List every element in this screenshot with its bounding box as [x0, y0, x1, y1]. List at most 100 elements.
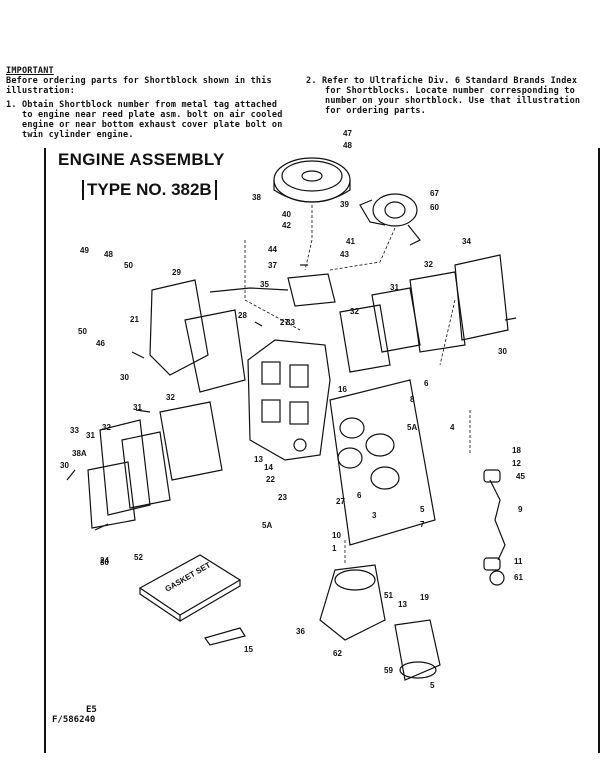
part-number: 31 [390, 283, 399, 292]
part-number: 36 [296, 627, 305, 636]
diagram-title: ENGINE ASSEMBLY [58, 150, 225, 169]
part-number: 28 [238, 311, 247, 320]
part-number: 38A [72, 449, 87, 458]
cover-plates-right [339, 254, 509, 373]
cover-plates-left [87, 279, 246, 529]
instruction-line: engine or near bottom exhaust cover plat… [22, 120, 283, 130]
part-number: 59 [384, 666, 393, 675]
footer-code: F/586240 [52, 715, 96, 725]
part-number: 32 [166, 393, 175, 402]
footer-code: E5 [86, 705, 97, 715]
part-number: 11 [514, 557, 523, 566]
part-number: 15 [244, 645, 253, 654]
lower-housing-illustration [319, 564, 441, 681]
part-number: 40 [282, 210, 291, 219]
part-number: 67 [430, 189, 439, 198]
instruction-line: illustration: [6, 86, 76, 96]
part-number: 29 [172, 268, 181, 277]
part-number: 30 [120, 373, 129, 382]
part-number: 5A [262, 521, 272, 530]
part-number: 27 [280, 318, 289, 327]
part-number: 14 [264, 463, 273, 472]
part-number: 38 [252, 193, 261, 202]
crankshaft-illustration [483, 469, 506, 586]
part-number: 45 [516, 472, 525, 481]
part-number: 35 [260, 280, 269, 289]
fasteners [66, 264, 517, 531]
part-number: 19 [420, 593, 429, 602]
part-number: 5 [420, 505, 425, 514]
tool-illustration [204, 627, 246, 646]
part-number: 3 [372, 511, 377, 520]
part-number: 5A [407, 423, 417, 432]
part-number: 42 [282, 221, 291, 230]
part-number: 8 [410, 395, 415, 404]
part-number: 31 [86, 431, 95, 440]
gasket-set-package [138, 554, 242, 623]
part-number-labels: 47 48 38 67 39 60 40 42 41 43 44 37 49 4… [60, 129, 525, 690]
diagram-frame [44, 148, 600, 753]
part-number: 16 [338, 385, 347, 394]
important-heading: IMPORTANT [6, 66, 54, 76]
gasket-set-text: GASKET SET [164, 560, 213, 593]
part-number: 34 [462, 237, 471, 246]
type-number-label: TYPE NO. 382B [82, 180, 217, 200]
instruction-line: number on your shortblock. Use that illu… [325, 96, 581, 106]
part-number: 6 [357, 491, 362, 500]
part-number: 21 [130, 315, 139, 324]
part-number: 41 [346, 237, 355, 246]
instruction-line: Before ordering parts for Shortblock sho… [6, 76, 272, 86]
part-number: 52 [134, 553, 143, 562]
part-number: 47 [343, 129, 352, 138]
cylinder-block-illustration [247, 339, 331, 461]
part-number: 44 [268, 245, 277, 254]
part-number: 43 [340, 250, 349, 259]
part-number: 23 [278, 493, 287, 502]
part-number: 18 [512, 446, 521, 455]
part-number: 48 [104, 250, 113, 259]
instruction-line: 2. Refer to Ultrafiche Div. 6 Standard B… [306, 76, 578, 86]
part-number: 9 [518, 505, 523, 514]
instruction-line: to engine near reed plate asm. bolt on a… [22, 110, 283, 120]
part-number: 27 [336, 497, 345, 506]
instruction-line: for ordering parts. [325, 106, 427, 116]
part-number: 13 [398, 600, 407, 609]
part-number: 7 [420, 520, 425, 529]
part-number: 60 [430, 203, 439, 212]
part-number: 61 [514, 573, 523, 582]
part-number: 30 [498, 347, 507, 356]
part-number: 31 [133, 403, 142, 412]
part-number: 10 [332, 531, 341, 540]
instruction-line: 1. Obtain Shortblock number from metal t… [6, 100, 278, 110]
part-number: 37 [268, 261, 277, 270]
instruction-line: for Shortblocks. Locate number correspon… [325, 86, 575, 96]
cylinder-sleeve-plate [329, 379, 436, 546]
part-number: 33 [70, 426, 79, 435]
flywheel-illustration [273, 157, 351, 203]
part-number: 6 [424, 379, 429, 388]
part-number: 62 [333, 649, 342, 658]
carburetor-illustration [209, 273, 336, 307]
part-number: 32 [102, 423, 111, 432]
part-number: 49 [80, 246, 89, 255]
part-number: 51 [384, 591, 393, 600]
part-number: 22 [266, 475, 275, 484]
part-number: 30 [100, 558, 109, 567]
part-number: 48 [343, 141, 352, 150]
part-number: 50 [78, 327, 87, 336]
part-number: 4 [450, 423, 455, 432]
starter-illustration [359, 193, 421, 246]
part-number: 12 [512, 459, 521, 468]
part-number: 13 [254, 455, 263, 464]
instruction-line: twin cylinder engine. [22, 130, 134, 140]
part-number: 30 [60, 461, 69, 470]
part-number: 1 [332, 544, 337, 553]
part-number: 24 [100, 556, 109, 565]
part-number: 32 [424, 260, 433, 269]
part-number: 39 [340, 200, 349, 209]
part-number: 5 [430, 681, 435, 690]
part-number: 33 [286, 318, 295, 327]
part-number: 32 [350, 307, 359, 316]
